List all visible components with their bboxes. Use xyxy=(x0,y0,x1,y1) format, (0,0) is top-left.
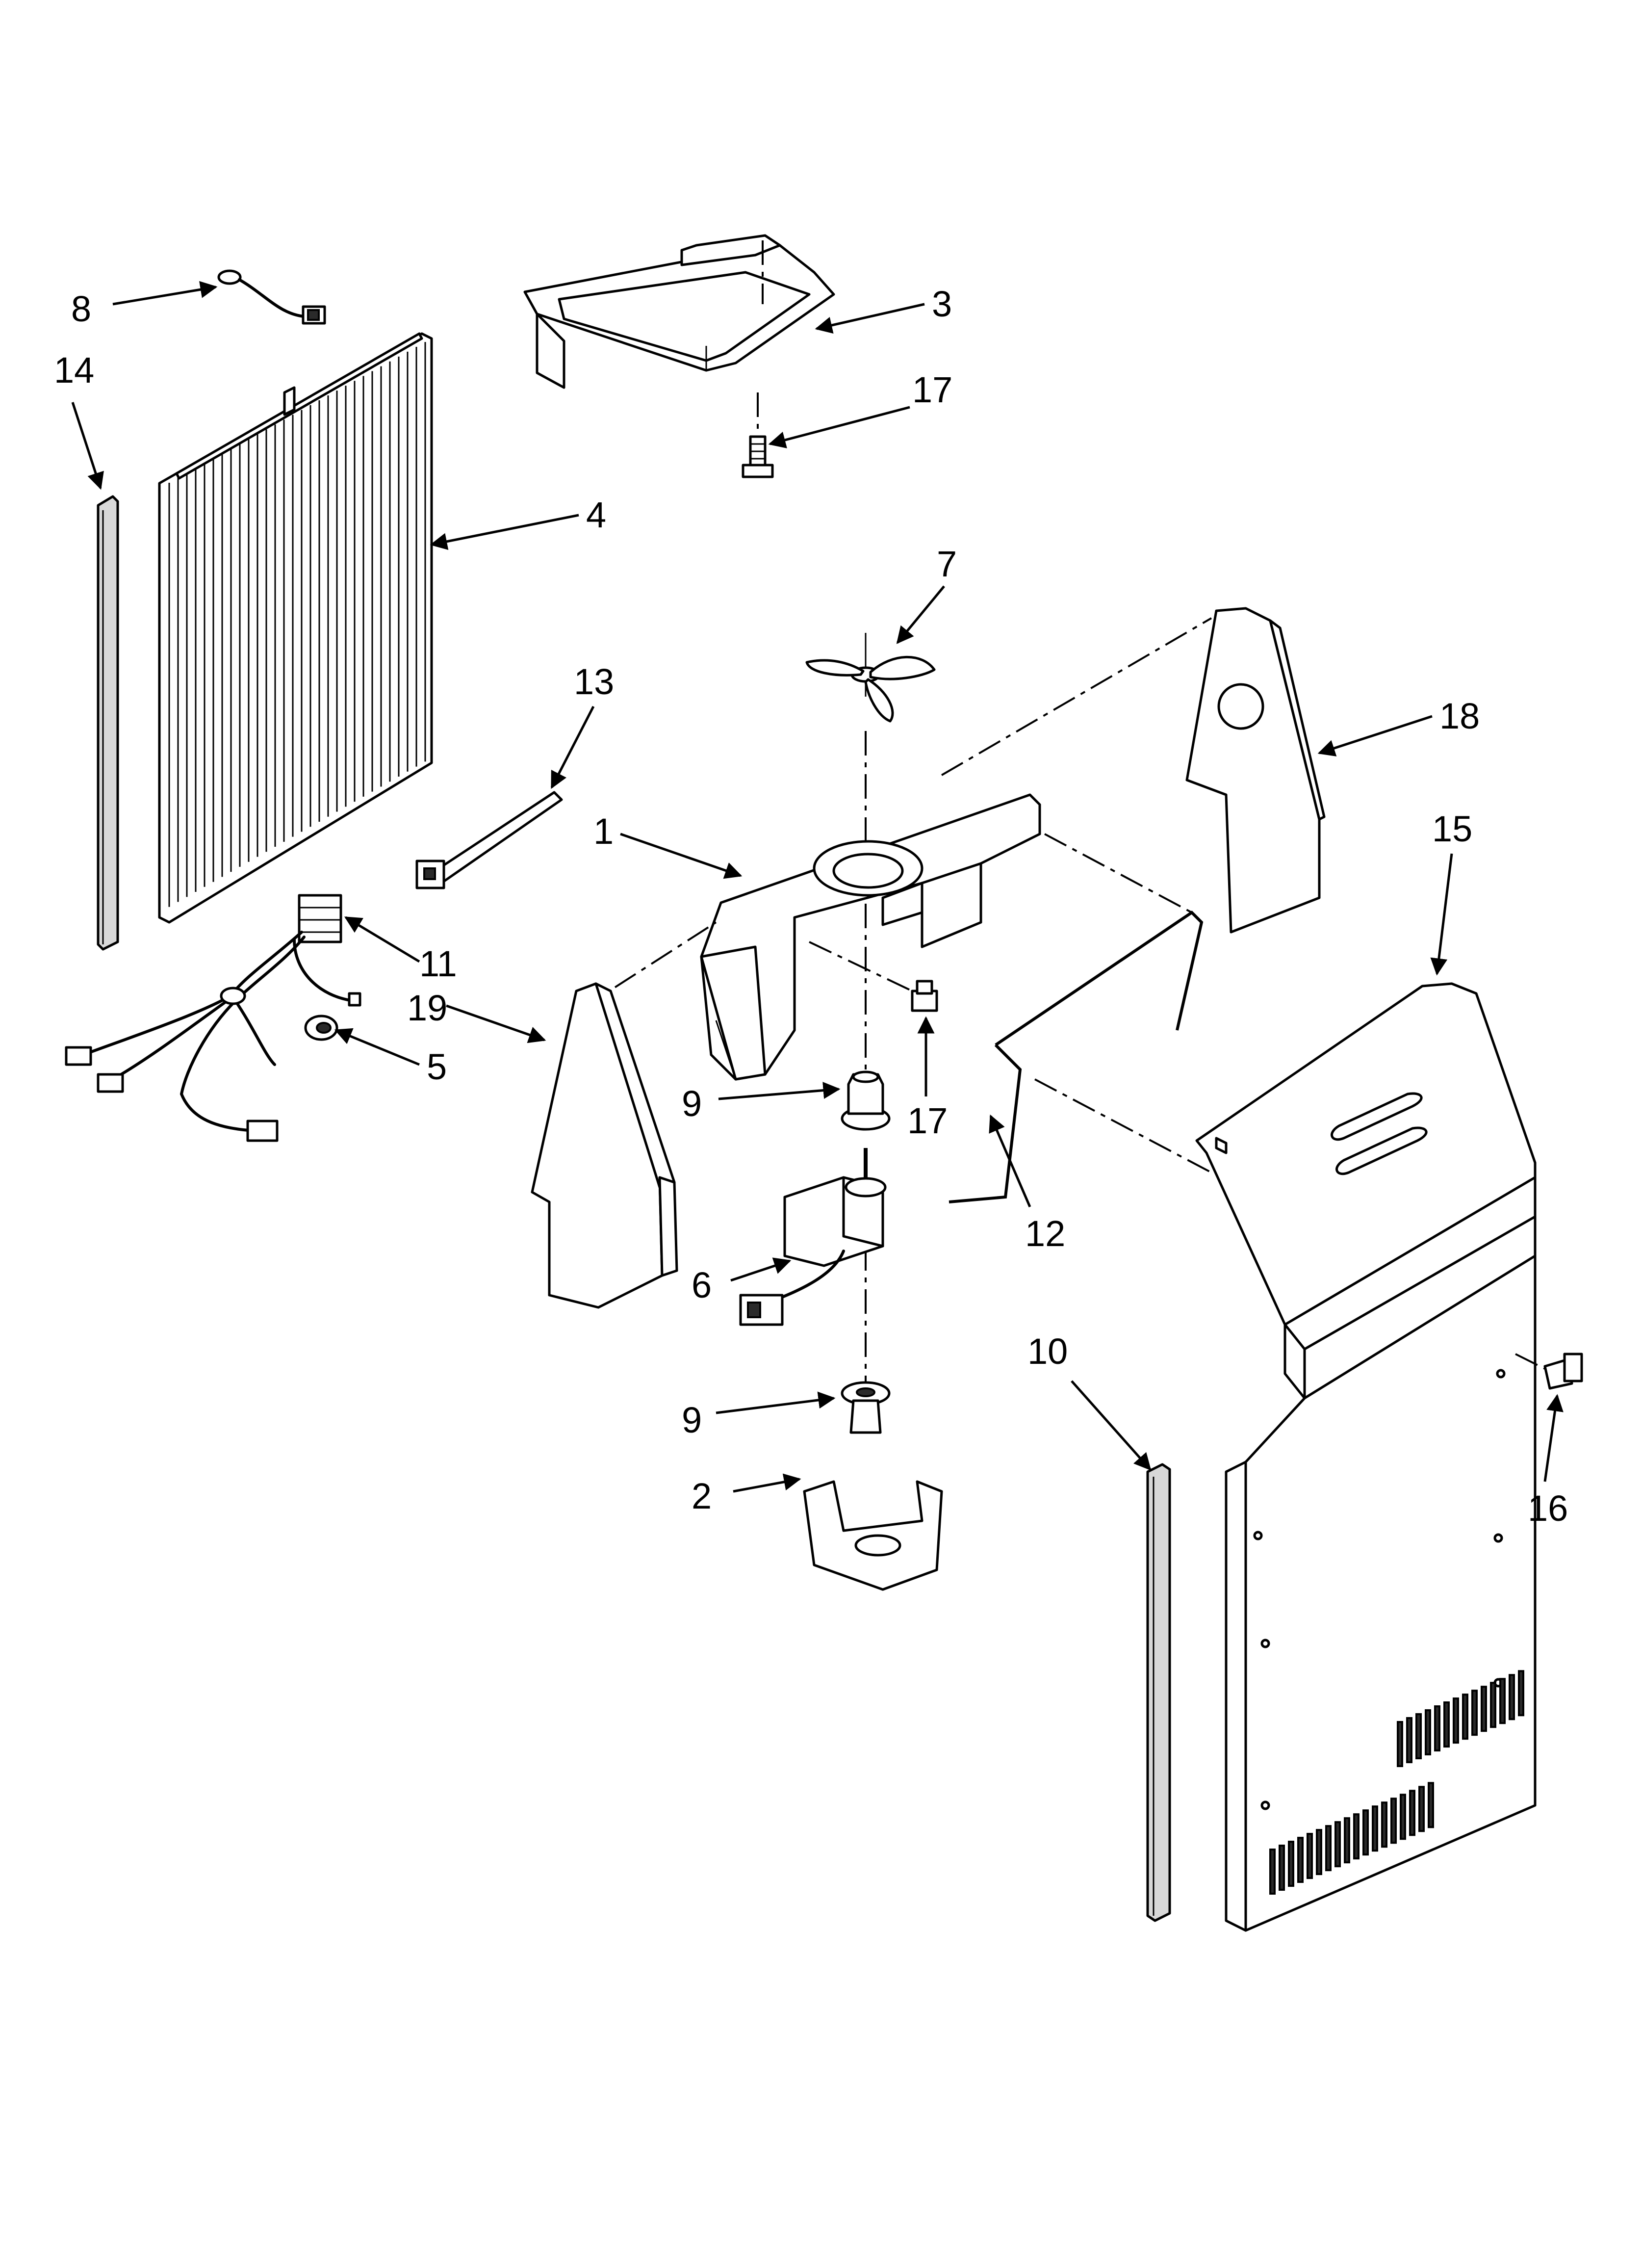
callout-14: 14 xyxy=(54,350,94,391)
callout-1: 1 xyxy=(593,811,614,852)
part-13-cable-tie xyxy=(415,791,563,889)
callout-16: 16 xyxy=(1528,1488,1568,1529)
callout-2: 2 xyxy=(692,1476,712,1516)
guide-line-19 xyxy=(578,921,717,1012)
callout-5: 5 xyxy=(427,1046,447,1087)
callout-12: 12 xyxy=(1025,1213,1065,1254)
guide-line-17 xyxy=(809,941,913,992)
panel-vents xyxy=(1269,1670,1524,1895)
callout-3: 3 xyxy=(932,284,952,324)
callout-9-lower: 9 xyxy=(682,1400,702,1440)
guide-line-12a xyxy=(1044,833,1192,913)
part-16-screw xyxy=(1515,1353,1583,1390)
part-14-strip xyxy=(97,495,119,951)
callout-18: 18 xyxy=(1439,696,1480,736)
part-11-wire-harness xyxy=(65,894,361,1142)
callout-10: 10 xyxy=(1027,1331,1068,1372)
callout-leaders xyxy=(71,281,1564,1493)
callout-4: 4 xyxy=(586,495,606,535)
callout-9-upper: 9 xyxy=(682,1083,702,1124)
callout-17-middle: 17 xyxy=(907,1100,948,1141)
part-5-grommet xyxy=(304,1015,338,1041)
part-8-sensor xyxy=(217,269,326,325)
part-15-rear-panel xyxy=(1195,982,1537,1932)
part-1-fan-housing xyxy=(700,793,1041,1081)
callout-11: 11 xyxy=(419,943,457,984)
callout-17-top: 17 xyxy=(912,369,952,410)
part-7-fan-blade xyxy=(805,633,936,723)
callout-6: 6 xyxy=(692,1265,712,1305)
part-9-bushing-lower xyxy=(841,1381,891,1434)
callout-8: 8 xyxy=(71,288,91,329)
callout-labels: 8 14 3 17 4 7 13 18 1 15 11 19 5 9 17 12… xyxy=(54,284,1568,1529)
part-10-strip xyxy=(1146,1463,1171,1922)
callout-19: 19 xyxy=(407,988,447,1028)
guide-line-12b xyxy=(1034,1078,1212,1173)
callout-13: 13 xyxy=(574,661,614,702)
part-17-screw-top xyxy=(742,392,774,478)
part-3-top-shroud xyxy=(523,234,835,389)
part-6-fan-motor xyxy=(739,1148,887,1326)
callout-15: 15 xyxy=(1432,808,1472,849)
callout-7: 7 xyxy=(937,544,957,584)
panel-ribs xyxy=(168,342,426,907)
part-12-wire-bracket xyxy=(949,911,1204,1203)
part-2-motor-bracket xyxy=(803,1480,943,1591)
part-17-screw-middle xyxy=(911,980,938,1012)
part-9-bushing-upper xyxy=(841,1070,891,1131)
guide-line-18 xyxy=(941,617,1212,776)
part-18-side-duct xyxy=(1185,607,1326,934)
part-4-ribbed-panel xyxy=(158,332,433,924)
part-19-side-duct xyxy=(531,982,678,1309)
